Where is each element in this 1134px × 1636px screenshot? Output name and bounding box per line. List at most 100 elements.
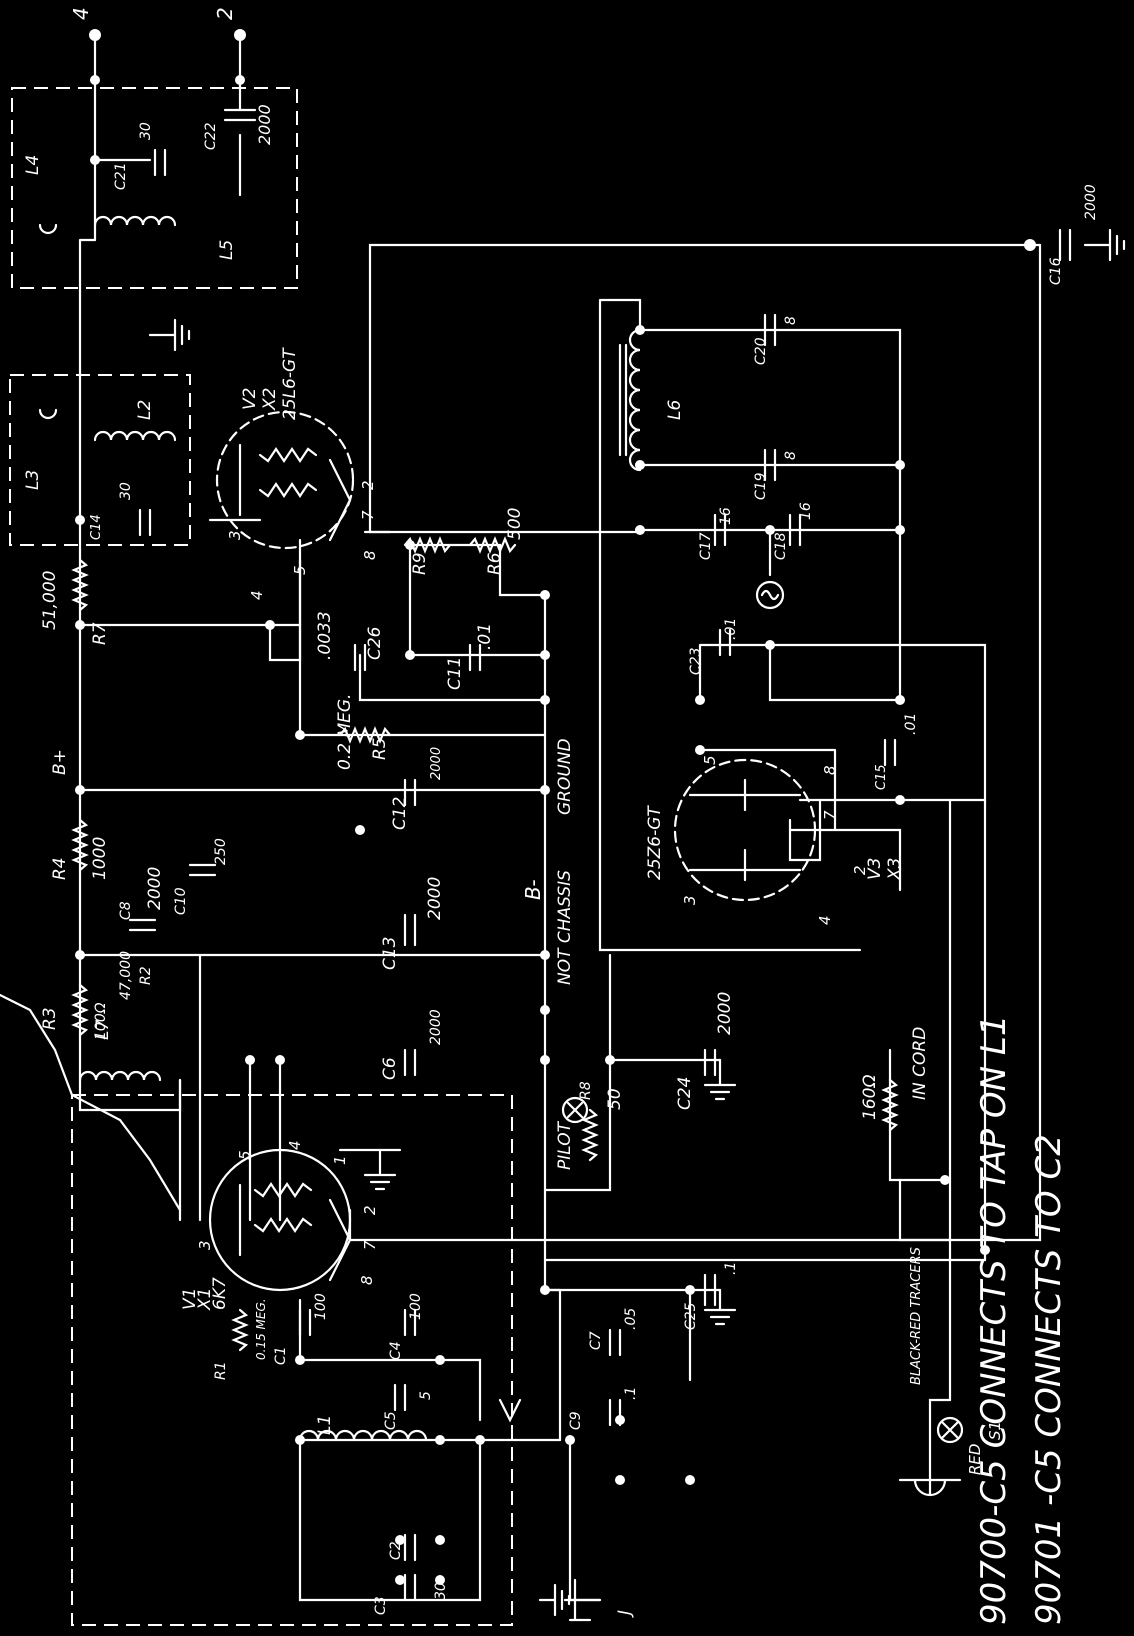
label-r4: R4 [50, 857, 70, 880]
resistor-r4 [71, 818, 89, 872]
resistor-r7 [71, 558, 89, 612]
label-l3: L3 [23, 470, 43, 490]
v3-ref: V3 [865, 858, 885, 880]
value-c14: 30 [118, 482, 134, 500]
label-l2: L2 [135, 400, 155, 420]
plug-icon [898, 1398, 962, 1497]
label-c7: C7 [588, 1331, 604, 1350]
label-c26: C26 [365, 626, 385, 660]
label-l1: L1 [315, 1415, 335, 1435]
label-c5: C5 [383, 1411, 399, 1430]
label-c6: C6 [380, 1057, 400, 1080]
cap-c8 [128, 918, 157, 932]
value-c13: 2000 [425, 877, 445, 920]
value-c22: 2000 [255, 104, 274, 145]
value-c26: .0033 [315, 611, 335, 660]
resistor-r6 [468, 536, 517, 554]
cap-c24 [703, 1048, 717, 1077]
value-c5: 5 [418, 1391, 434, 1400]
value-c4: 100 [408, 1293, 424, 1320]
cap-c11 [468, 643, 482, 672]
label-c22: C22 [203, 122, 219, 150]
tube-v3 [673, 758, 822, 902]
value-r4: 1000 [90, 837, 110, 880]
label-c2: C2 [388, 1541, 404, 1560]
value-r7: 51,000 [40, 571, 60, 630]
pilot-lamp-icon [561, 1096, 589, 1124]
v3-pin-2: 2 [851, 865, 869, 875]
cap-c19 [763, 448, 777, 482]
note-line-2: 90701 -C5 CONNECTS TO C2 [1029, 1134, 1069, 1625]
cap-c16 [1058, 228, 1072, 262]
resistor-r8 [581, 1108, 599, 1162]
not-chassis-label: NOT CHASSIS [555, 870, 575, 985]
ac-source-icon [755, 580, 785, 610]
cap-c2 [403, 1533, 417, 1562]
v1-pin-7: 7 [361, 1240, 379, 1250]
value-c25: .1 [723, 1262, 739, 1275]
resistor-r9 [403, 536, 452, 554]
torn-edge [0, 993, 182, 1212]
cap-c9 [608, 1398, 622, 1427]
terminal-4: 4 [69, 7, 93, 20]
label-c4: C4 [388, 1341, 404, 1360]
tracers-label: BLACK-RED TRACERS [909, 1247, 924, 1385]
in-cord-label: IN CORD [910, 1027, 930, 1100]
cap-c26 [353, 643, 367, 672]
v2-pin-2: 2 [359, 480, 377, 490]
cap-c12 [403, 778, 417, 807]
label-c11: C11 [445, 656, 465, 690]
cap-c13 [403, 913, 417, 947]
label-c16: C16 [1048, 257, 1064, 285]
label-l7: L7 [93, 1020, 113, 1040]
value-r8: 50 [605, 1088, 625, 1110]
v2-pin-3: 3 [226, 530, 244, 540]
label-c25: C25 [683, 1302, 699, 1330]
label-l6: L6 [665, 400, 685, 420]
value-c23: .01 [723, 618, 739, 640]
value-r3: 100Ω [93, 1002, 109, 1040]
red-label: RED [966, 1444, 984, 1475]
cap-c18 [788, 513, 802, 547]
label-r3: R3 [40, 1007, 60, 1030]
label-r5: R5 [370, 737, 390, 760]
value-c9: .1 [623, 1387, 639, 1400]
v2-pin-5: 5 [291, 565, 309, 575]
coil-l6 [628, 328, 642, 472]
v1-pin-5: 5 [236, 1150, 254, 1160]
value-c21: 30 [138, 122, 154, 140]
resistors [71, 536, 899, 1352]
junction-dots [75, 29, 1036, 1585]
coil-l1 [298, 1429, 428, 1442]
s1-label: S1 [986, 1421, 1004, 1440]
cap-c17 [713, 513, 727, 547]
cap-c3 [403, 1573, 417, 1602]
coil-l3 [38, 223, 58, 420]
cap-c10 [188, 863, 217, 877]
label-c13: C13 [380, 936, 400, 970]
value-c20: 8 [783, 316, 799, 325]
v3-pin-5: 5 [701, 755, 719, 765]
capacitors [128, 108, 1072, 1602]
resistor-r5 [338, 726, 392, 744]
s1-lamp-icon [936, 1416, 964, 1444]
ground-symbols [148, 228, 1126, 1617]
cap-c6 [403, 1048, 417, 1077]
bminus-label: B- [521, 879, 545, 900]
v2-pin-4: 4 [248, 590, 266, 600]
coil-l2 [93, 430, 177, 442]
label-c17: C17 [698, 532, 714, 560]
v3-type: 25Z6-GT [645, 805, 665, 880]
label-c12: C12 [390, 796, 410, 830]
v1-alt: X1 [195, 1288, 215, 1311]
v1-pin-1: 1 [331, 1155, 349, 1165]
value-c15: .01 [903, 713, 919, 735]
v2-pin-8: 8 [361, 550, 379, 560]
cap-c20 [763, 313, 777, 347]
label-c18: C18 [773, 532, 789, 560]
value-c6: 2000 [428, 1009, 444, 1045]
label-c19: C19 [753, 472, 769, 500]
notes: 90700-C5 CONNECTS TO TAP ON L1 90701 -C5… [974, 1015, 1069, 1626]
coils [38, 215, 642, 1442]
cap-c21 [153, 148, 167, 177]
